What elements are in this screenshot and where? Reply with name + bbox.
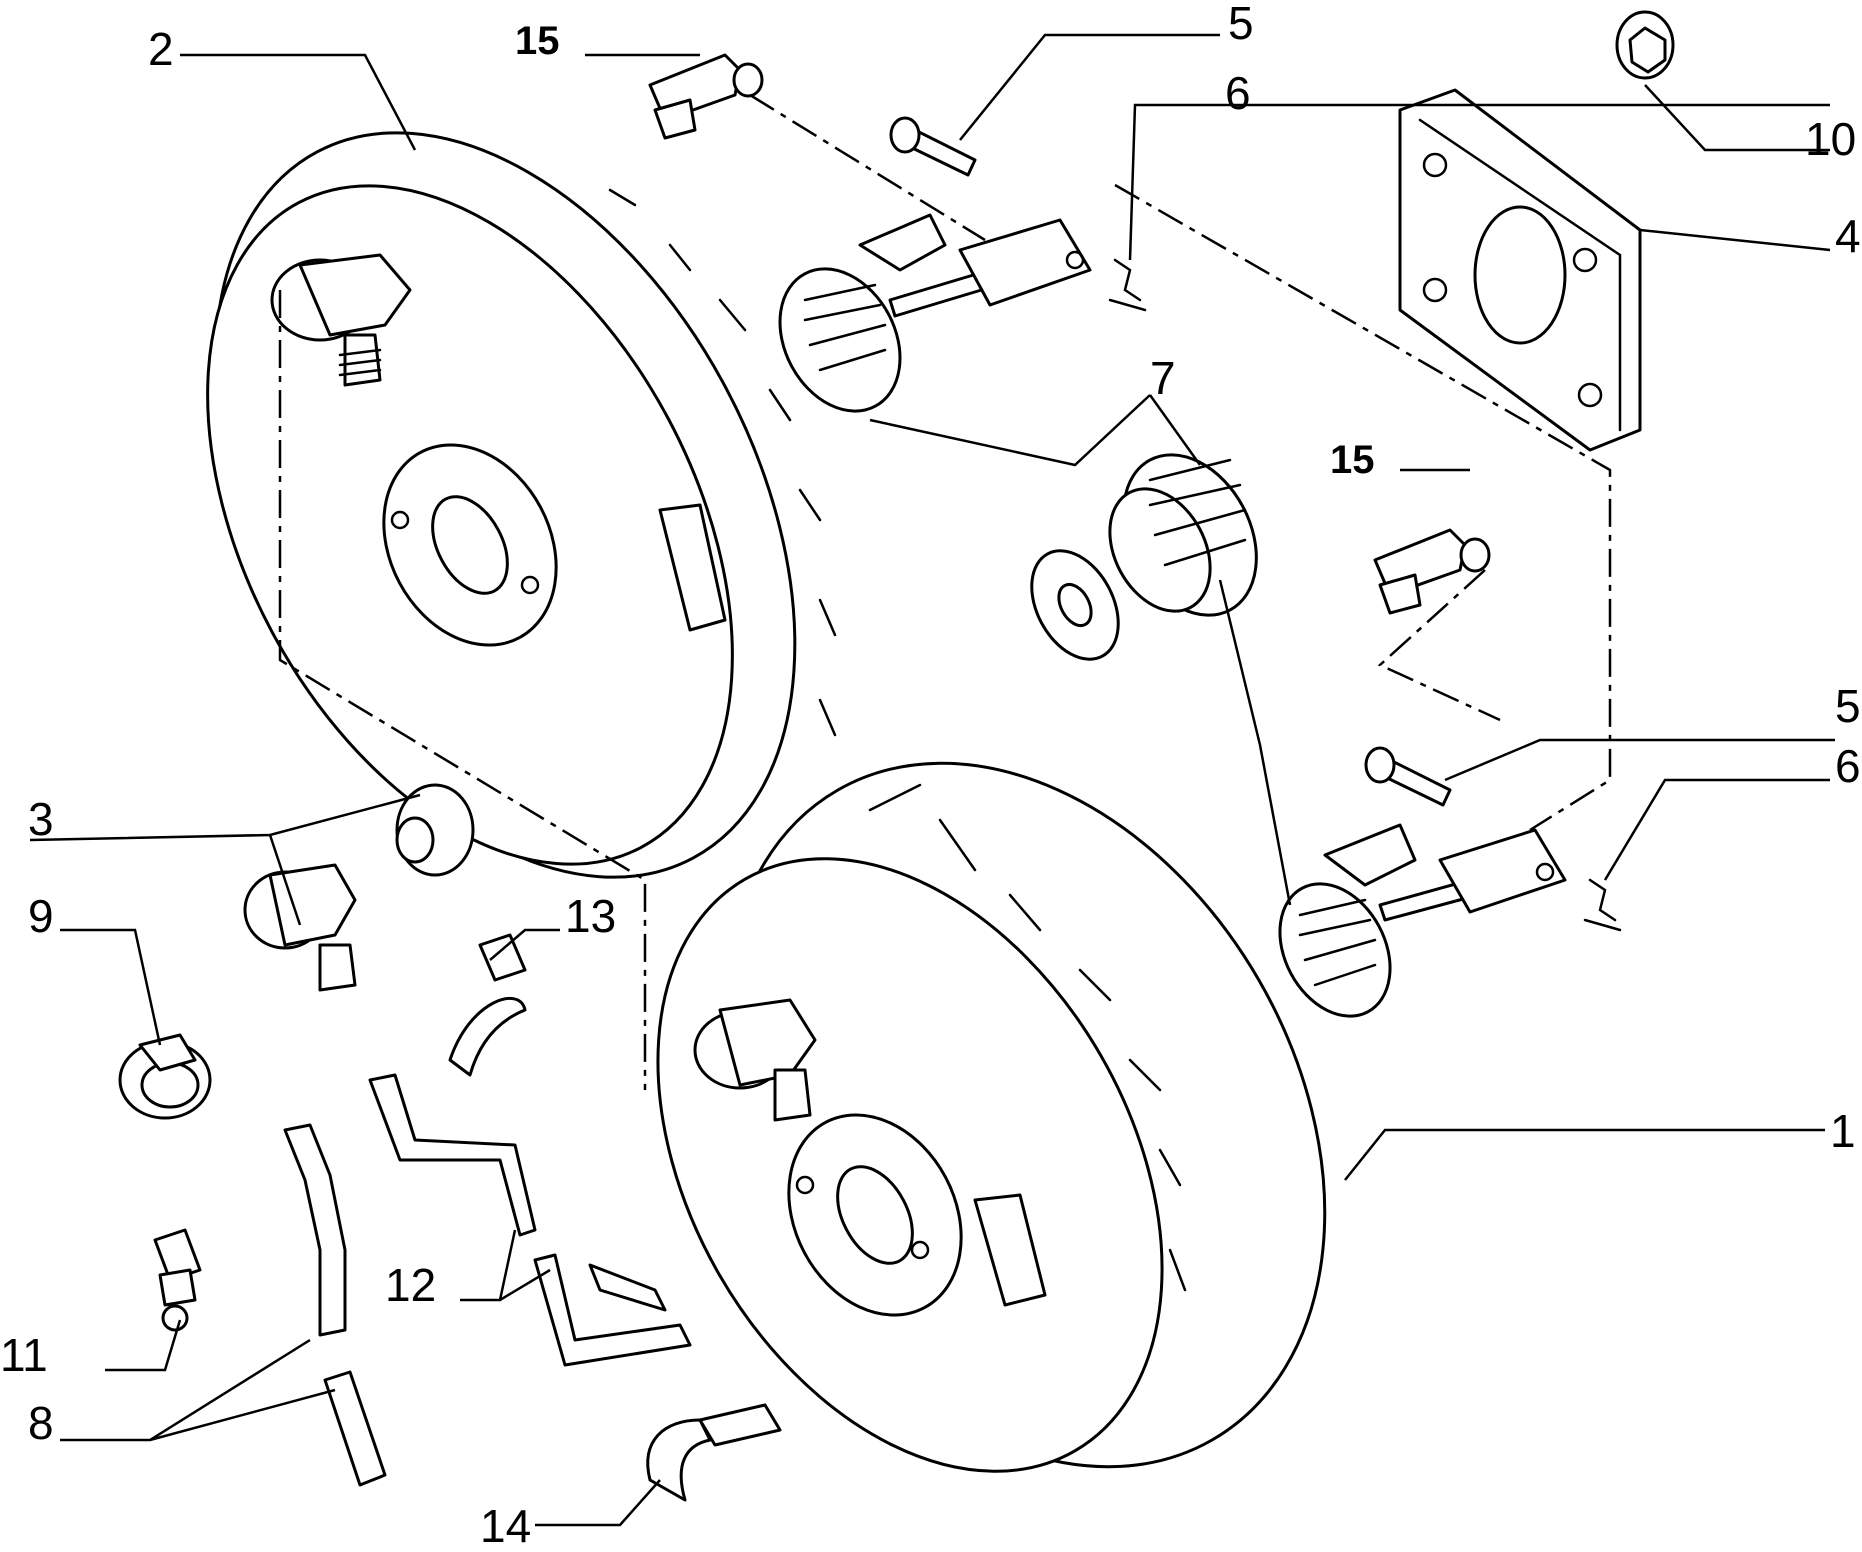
callout-7: 7	[1150, 352, 1176, 404]
callout-15-upper: 15	[515, 19, 560, 63]
callout-9: 9	[28, 890, 54, 942]
hose-8	[283, 1123, 387, 1487]
clip-14	[646, 1403, 782, 1502]
callout-13: 13	[565, 890, 617, 942]
callout-11: 11	[0, 1329, 48, 1381]
callout-5-upper: 5	[1228, 0, 1254, 49]
callout-10: 10	[1805, 113, 1857, 165]
clip-13	[448, 933, 527, 1077]
callout-3: 3	[28, 793, 54, 845]
callout-4: 4	[1835, 210, 1861, 262]
callout-15-lower: 15	[1330, 438, 1375, 482]
callout-5-lower: 5	[1835, 680, 1861, 732]
callout-2: 2	[148, 23, 174, 75]
assembly-lines	[278, 93, 1612, 1090]
nut-10	[1615, 10, 1675, 80]
callout-1: 1	[1830, 1105, 1856, 1157]
callout-8: 8	[28, 1397, 54, 1449]
callout-6-upper: 6	[1225, 67, 1251, 119]
boot-and-washer-7	[1030, 453, 1258, 661]
callout-6-lower: 6	[1835, 740, 1861, 792]
gasket-plate-4	[1398, 88, 1642, 452]
callout-12: 12	[385, 1259, 437, 1311]
hose-12	[368, 1073, 692, 1367]
grommet-and-valve-3	[243, 783, 475, 992]
leader-lines	[29, 33, 1835, 1527]
clip-15-upper	[648, 53, 764, 140]
callout-14: 14	[480, 1500, 532, 1552]
spring-clip-6	[1108, 258, 1622, 932]
clip-15-lower	[1373, 528, 1491, 615]
brake-booster-lower	[656, 746, 1567, 1473]
hose-clamp-9	[118, 1033, 212, 1120]
clip-11	[153, 1228, 202, 1332]
